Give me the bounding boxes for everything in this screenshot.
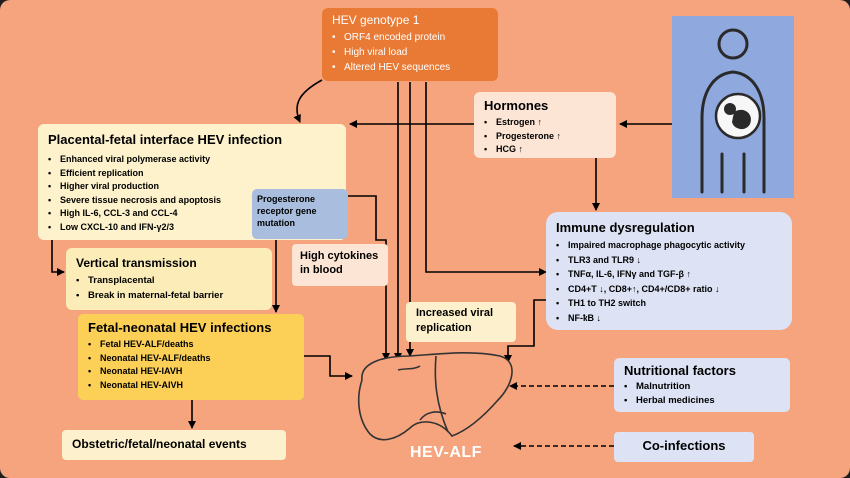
fetal-item: Fetal HEV-ALF/deaths (88, 338, 294, 352)
vertical-item: Transplacental (76, 273, 262, 288)
arrow-fetal-to-liver (304, 355, 353, 380)
pregnant-woman-icon (700, 28, 766, 194)
hormone-item: HCG ↑ (484, 143, 606, 157)
genotype-item: Altered HEV sequences (332, 60, 488, 75)
fetal-title: Fetal-neonatal HEV infections (88, 320, 272, 335)
hev-alf-label: HEV-ALF (410, 444, 482, 461)
liver-icon (357, 352, 513, 441)
fetal-item: Neonatal HEV-AIVH (88, 379, 294, 393)
arrow-genotype-to-placental (293, 79, 323, 123)
hormone-item: Progesterone ↑ (484, 130, 606, 144)
immune-item: NF-ҟB ↓ (556, 311, 782, 326)
hormones-box: Hormones Estrogen ↑ Progesterone ↑ HCG ↑ (474, 92, 616, 158)
obstetric-events-box: Obstetric/fetal/neonatal events (62, 430, 286, 460)
immune-item: CD4+T ↓, CD8+↑, CD4+/CD8+ ratio ↓ (556, 282, 782, 297)
placental-item: Higher viral production (48, 180, 336, 194)
arrow-genotype-to-immune (425, 82, 547, 276)
nutrition-title: Nutritional factors (624, 363, 736, 378)
immune-dysregulation-box: Immune dysregulation Impaired macrophage… (546, 212, 792, 330)
increased-viral-replication-box: Increased viral replication (406, 302, 516, 342)
hormones-title: Hormones (484, 98, 549, 113)
placental-item: Enhanced viral polymerase activity (48, 153, 336, 167)
fetal-neonatal-infections-box: Fetal-neonatal HEV infections Fetal HEV-… (78, 314, 304, 400)
co-infections-box: Co-infections (614, 432, 754, 462)
immune-item: Impaired macrophage phagocytic activity (556, 238, 782, 253)
vertical-item: Break in maternal-fetal barrier (76, 288, 262, 303)
hev-genotype-box: HEV genotype 1 ORF4 encoded protein High… (322, 8, 498, 81)
placental-item: Severe tissue necrosis and apoptosis (48, 194, 336, 208)
immune-title: Immune dysregulation (556, 220, 695, 235)
fetal-item: Neonatal HEV-ALF/deaths (88, 352, 294, 366)
placental-item: Low CXCL-10 and IFN-γ2/3 (48, 221, 336, 235)
placental-item: Efficient replication (48, 167, 336, 181)
immune-item: TNFα, IL-6, IFNγ and TGF-β ↑ (556, 267, 782, 282)
fetal-item: Neonatal HEV-IAVH (88, 365, 294, 379)
hev-genotype-title: HEV genotype 1 (332, 13, 420, 27)
placental-infection-box: Placental-fetal interface HEV infection … (38, 124, 346, 240)
genotype-item: High viral load (332, 45, 488, 60)
vertical-title: Vertical transmission (76, 256, 197, 270)
nutrition-item: Herbal medicines (624, 394, 780, 408)
nutrition-item: Malnutrition (624, 380, 780, 394)
immune-item: TLR3 and TLR9 ↓ (556, 253, 782, 268)
nutritional-factors-box: Nutritional factors Malnutrition Herbal … (614, 358, 790, 412)
arrow-placental-to-vertical (51, 240, 65, 276)
genotype-item: ORF4 encoded protein (332, 30, 488, 45)
pregnancy-illustration (672, 16, 794, 198)
immune-item: TH1 to TH2 switch (556, 296, 782, 311)
arrow-immune-to-liver (504, 299, 546, 363)
progesterone-receptor-box: Progesterone receptor gene mutation (252, 189, 348, 239)
hormone-item: Estrogen ↑ (484, 116, 606, 130)
placental-item: High IL-6, CCL-3 and CCL-4 (48, 207, 336, 221)
high-cytokines-box: High cytokines in blood (292, 244, 388, 286)
placental-title: Placental-fetal interface HEV infection (48, 132, 283, 147)
vertical-transmission-box: Vertical transmission Transplacental Bre… (66, 248, 272, 310)
